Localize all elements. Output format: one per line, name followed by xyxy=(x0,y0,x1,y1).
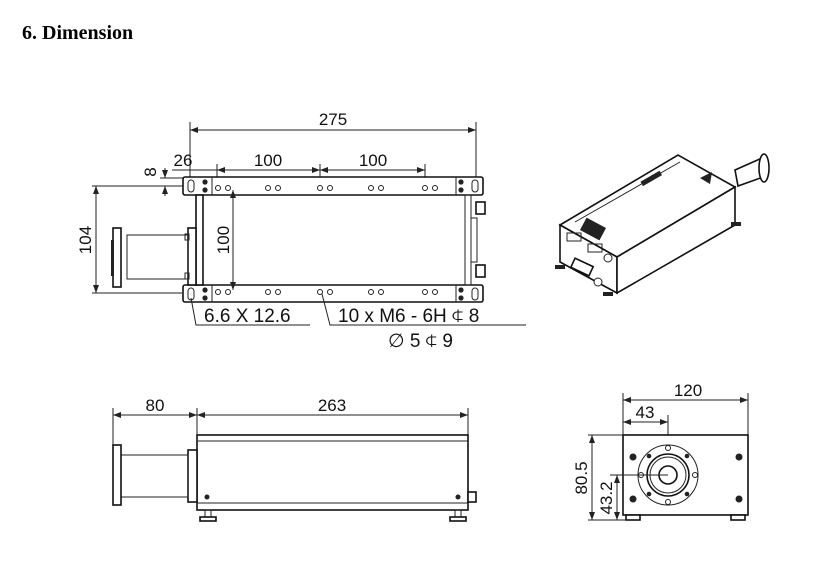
side-view: 80 263 xyxy=(112,396,477,522)
dim-hole-pitch-1: 100 xyxy=(254,151,282,170)
dim-body-length: 263 xyxy=(318,396,346,415)
top-view: 275 26 100 100 8 104 xyxy=(76,110,526,352)
section-title: 6. Dimension xyxy=(22,22,134,44)
dim-hole-pitch-2: 100 xyxy=(359,151,387,170)
dim-end-height: 80.5 xyxy=(572,461,591,494)
thread-note: 10 x M6 - 6H ⍧ 8 xyxy=(338,306,479,327)
dim-center-height: 43.2 xyxy=(597,481,616,514)
dim-center-offset: 43 xyxy=(636,403,655,422)
isometric-view xyxy=(555,153,770,296)
dim-rail-spacing: 100 xyxy=(214,226,233,254)
dim-rail-offset: 8 xyxy=(141,167,160,176)
slot-note: 6.6 X 12.6 xyxy=(204,306,291,327)
dim-overall-length: 275 xyxy=(319,110,347,129)
drill-note: ∅ 5 ⍧ 9 xyxy=(388,331,453,352)
dim-edge-offset: 26 xyxy=(174,151,193,170)
dim-flange-length: 80 xyxy=(146,396,165,415)
end-view: 120 43 80.5 43.2 xyxy=(572,381,749,521)
dim-end-width: 120 xyxy=(674,381,702,400)
dim-overall-width: 104 xyxy=(76,226,95,254)
